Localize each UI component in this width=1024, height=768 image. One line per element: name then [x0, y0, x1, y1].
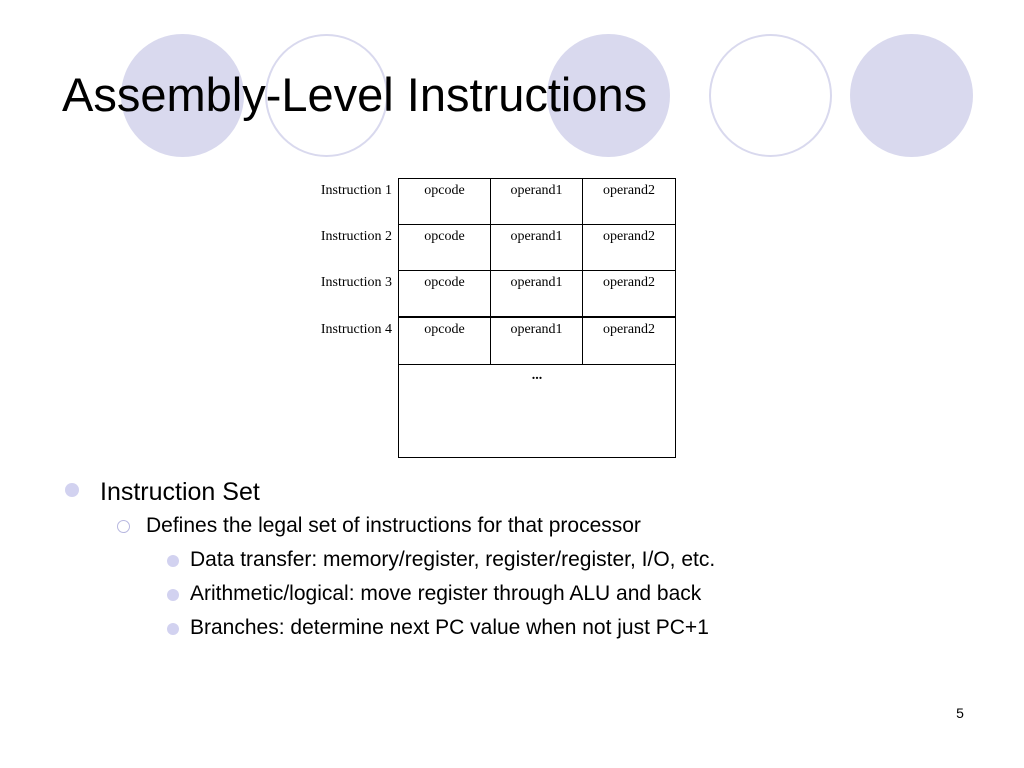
operand2-field: operand2 [582, 178, 676, 225]
bullet-level3: Arithmetic/logical: move register throug… [190, 582, 702, 605]
operand1-field: operand1 [490, 270, 583, 317]
bullet-dot [167, 555, 179, 567]
bullet-level3: Data transfer: memory/register, register… [190, 548, 716, 571]
bullet-dot [167, 623, 179, 635]
instruction-label: Instruction 4 [320, 322, 392, 337]
bullet-ring [117, 520, 130, 533]
instruction-label: Instruction 1 [320, 183, 392, 198]
bullet-level3: Branches: determine next PC value when n… [190, 616, 709, 639]
page-number: 5 [956, 705, 964, 721]
opcode-field: opcode [398, 178, 491, 225]
opcode-field: opcode [398, 270, 491, 317]
bullet-level1: Instruction Set [100, 478, 260, 506]
operand2-field: operand2 [582, 270, 676, 317]
bullet-level2: Defines the legal set of instructions fo… [146, 514, 641, 537]
decor-circle [121, 34, 244, 157]
decor-circle [850, 34, 973, 157]
instruction-label: Instruction 3 [320, 275, 392, 290]
operand1-field: operand1 [490, 317, 583, 365]
operand2-field: operand2 [582, 224, 676, 271]
opcode-field: opcode [398, 317, 491, 365]
operand2-field: operand2 [582, 317, 676, 365]
operand1-field: operand1 [490, 178, 583, 225]
opcode-field: opcode [398, 224, 491, 271]
bullet-dot [167, 589, 179, 601]
decor-circle [709, 34, 832, 157]
operand1-field: operand1 [490, 224, 583, 271]
decor-circle [265, 34, 388, 157]
instruction-diagram: Instruction 1 opcode operand1 operand2 I… [290, 178, 690, 460]
instruction-label: Instruction 2 [320, 229, 392, 244]
continuation-box: ... [398, 364, 676, 458]
bullet-dot [65, 483, 79, 497]
slide-title: Assembly-Level Instructions [62, 68, 648, 121]
decor-circle [547, 34, 670, 157]
